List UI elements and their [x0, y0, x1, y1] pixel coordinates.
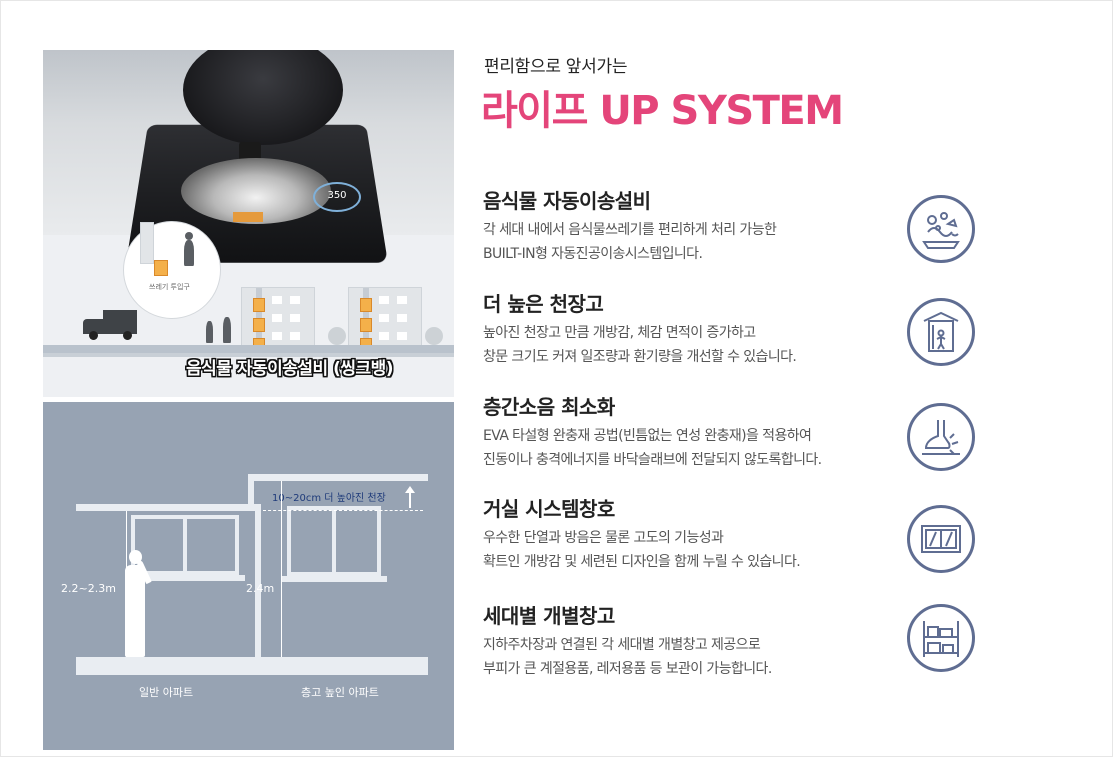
collection-chute — [233, 212, 263, 222]
ceiling-comparison-panel: 10~20cm 더 높아진 천장 2.2~2.3m 2.4m 일반 아파트 층고… — [43, 402, 454, 750]
truck-body — [103, 310, 137, 334]
person-body — [125, 565, 145, 657]
building-2 — [348, 287, 422, 349]
description-line: 확트인 개방감 및 세련된 디자인을 함께 누릴 수 있습니다. — [483, 554, 801, 570]
raise-label: 10~20cm 더 높아진 천장 — [272, 493, 386, 504]
window-mullion — [332, 506, 336, 576]
bubble-label: 쓰레기 투입구 — [149, 283, 190, 291]
food-waste-system-panel: 350 쓰레기 투입구 — [43, 50, 454, 397]
feature-description: 지하주차장과 연결된 각 세대별 개별창고 제공으로 부피가 큰 계절용품, 레… — [483, 633, 772, 681]
description-line: 우수한 단열과 방음은 물론 고도의 기능성과 — [483, 530, 724, 546]
truck-cab — [83, 319, 105, 334]
person-figure — [223, 317, 231, 343]
feature-title: 더 높은 천장고 — [483, 292, 604, 316]
description-line: 진동이나 충격에너지를 바닥슬래브에 전달되지 않도록합니다. — [483, 452, 822, 468]
raise-arrow-icon — [405, 486, 415, 493]
label-high-apartment: 층고 높인 아파트 — [301, 686, 379, 699]
feature-title: 세대별 개별창고 — [483, 604, 615, 628]
previous-ceiling-line — [263, 510, 423, 511]
feature-description: 각 세대 내에서 음식물쓰레기를 편리하게 처리 가능한 BUILT-IN형 자… — [483, 218, 777, 266]
person-figure — [206, 321, 213, 343]
high-ceiling-icon — [907, 298, 975, 366]
input-bubble: 쓰레기 투입구 — [123, 221, 221, 319]
window-sill — [125, 575, 245, 581]
feature-title: 거실 시스템창호 — [483, 497, 615, 521]
wall-normal — [255, 504, 261, 660]
capacity-badge: 350 — [313, 182, 361, 212]
feature-title: 음식물 자동이송설비 — [483, 189, 651, 213]
raise-arrow-stem — [409, 492, 411, 508]
ceiling-slab-high — [248, 474, 428, 481]
description-line: 각 세대 내에서 음식물쓰레기를 편리하게 처리 가능한 — [483, 222, 777, 238]
description-line: BUILT-IN형 자동진공이송시스템입니다. — [483, 246, 703, 262]
label-normal-apartment: 일반 아파트 — [139, 686, 194, 699]
headline: 라이프 UP SYSTEM — [481, 88, 844, 134]
description-line: EVA 타설형 완충재 공법(빈틈없는 연성 완충재)을 적용하여 — [483, 428, 812, 444]
height-label-high: 2.4m — [246, 582, 275, 595]
description-line: 창문 크기도 커져 일조량과 환기량을 개선할 수 있습니다. — [483, 349, 797, 365]
description-line: 높아진 천장고 만큼 개방감, 체감 면적이 증가하고 — [483, 325, 756, 341]
transport-pipe — [43, 345, 454, 353]
ceiling-slab-normal — [76, 504, 261, 511]
feature-description: 우수한 단열과 방음은 물론 고도의 기능성과 확트인 개방감 및 세련된 디자… — [483, 526, 801, 574]
tree — [328, 327, 346, 345]
storage-icon — [907, 604, 975, 672]
height-label-normal: 2.2~2.3m — [61, 582, 116, 595]
food-waste-icon — [907, 195, 975, 263]
description-line: 지하주차장과 연결된 각 세대별 개별창고 제공으로 — [483, 637, 761, 653]
window-mullion — [183, 515, 187, 575]
ground-line — [43, 353, 454, 357]
feature-title: 층간소음 최소화 — [483, 395, 615, 419]
panel-caption: 음식물 자동이송설비 (씽크뱅) — [186, 359, 394, 379]
building-diagram: 쓰레기 투입구 — [43, 221, 454, 397]
feature-description: 높아진 천장고 만큼 개방감, 체감 면적이 증가하고 창문 크기도 커져 일조… — [483, 321, 797, 369]
sink-lid — [183, 50, 343, 145]
description-line: 부피가 큰 계절용품, 레저용품 등 보관이 가능합니다. — [483, 661, 772, 677]
foot-impact-icon — [907, 403, 975, 471]
sink-photo: 350 — [43, 50, 454, 263]
window-sill — [281, 576, 387, 582]
truck-wheel — [123, 331, 132, 340]
building-1 — [241, 287, 315, 349]
tree — [425, 327, 443, 345]
truck-wheel — [89, 331, 98, 340]
eyebrow-text: 편리함으로 앞서가는 — [484, 57, 628, 77]
height-dimension-high — [281, 481, 282, 657]
floor-slab — [76, 657, 428, 675]
wall-high — [248, 474, 254, 504]
window-icon — [907, 505, 975, 573]
feature-description: EVA 타설형 완충재 공법(빈틈없는 연성 완충재)을 적용하여 진동이나 충… — [483, 424, 822, 472]
